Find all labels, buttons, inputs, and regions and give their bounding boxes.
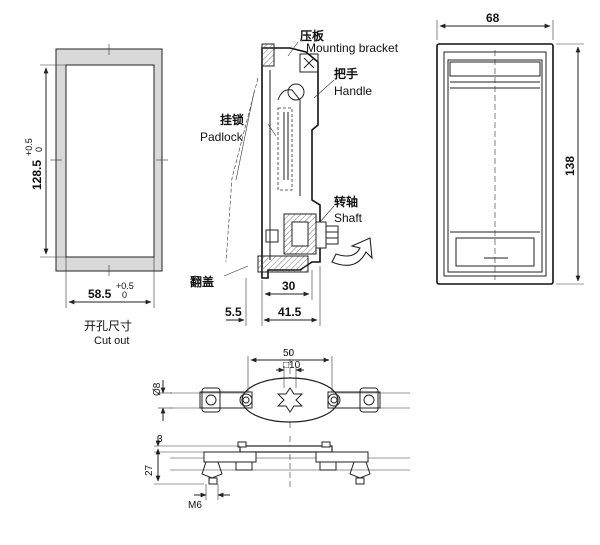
front-width-dim: 68 [486, 11, 500, 25]
padlock-label-cn: 挂锁 [220, 112, 244, 127]
front-view: 68 138 [436, 11, 584, 285]
cutout-height-tol: +0.5 [24, 138, 34, 156]
bottom-dim-square: □10 [283, 360, 301, 371]
cover-label-cn: 翻盖 [190, 274, 214, 289]
side-dim-41-5: 41.5 [278, 305, 302, 319]
cutout-height-tol2: 0 [34, 147, 44, 152]
bracket-side-view: 3 27 M6 [144, 434, 410, 511]
cutout-view: 128.5 +0.5 0 58.5 +0.5 0 开孔尺寸 Cut out [24, 44, 168, 347]
side-dim-5-5: 5.5 [225, 305, 242, 319]
bracket-top-view: 50 □10 Ø8 [152, 348, 410, 430]
side-view: 压板 Mounting bracket 把手 Handle 挂锁 Padlock… [190, 28, 399, 326]
shaft-label-en: Shaft [334, 211, 363, 225]
front-height-dim: 138 [563, 156, 577, 176]
bottom-dim-dia: Ø8 [152, 382, 163, 396]
padlock-label-en: Padlock [200, 130, 244, 144]
handle-label-cn: 把手 [334, 66, 358, 81]
bottom-dim-m6: M6 [188, 500, 202, 511]
shaft-label-cn: 转轴 [334, 194, 358, 209]
bottom-dim-50: 50 [283, 348, 295, 359]
cutout-width-tol: +0.5 [116, 281, 134, 291]
bottom-dim-3: 3 [157, 434, 163, 445]
cutout-height-dim: 128.5 [30, 160, 44, 190]
cutout-caption-en: Cut out [94, 335, 129, 347]
cutout-caption-cn: 开孔尺寸 [84, 319, 132, 333]
mounting-bracket-label-cn: 压板 [300, 28, 325, 43]
side-dim-30: 30 [282, 279, 296, 293]
cutout-opening [65, 64, 155, 258]
bottom-dim-27: 27 [144, 464, 155, 476]
cutout-width-tol2: 0 [122, 290, 127, 300]
handle-label-en: Handle [334, 84, 372, 98]
mounting-bracket-label-en: Mounting bracket [306, 41, 399, 55]
cutout-width-dim: 58.5 [88, 287, 112, 301]
